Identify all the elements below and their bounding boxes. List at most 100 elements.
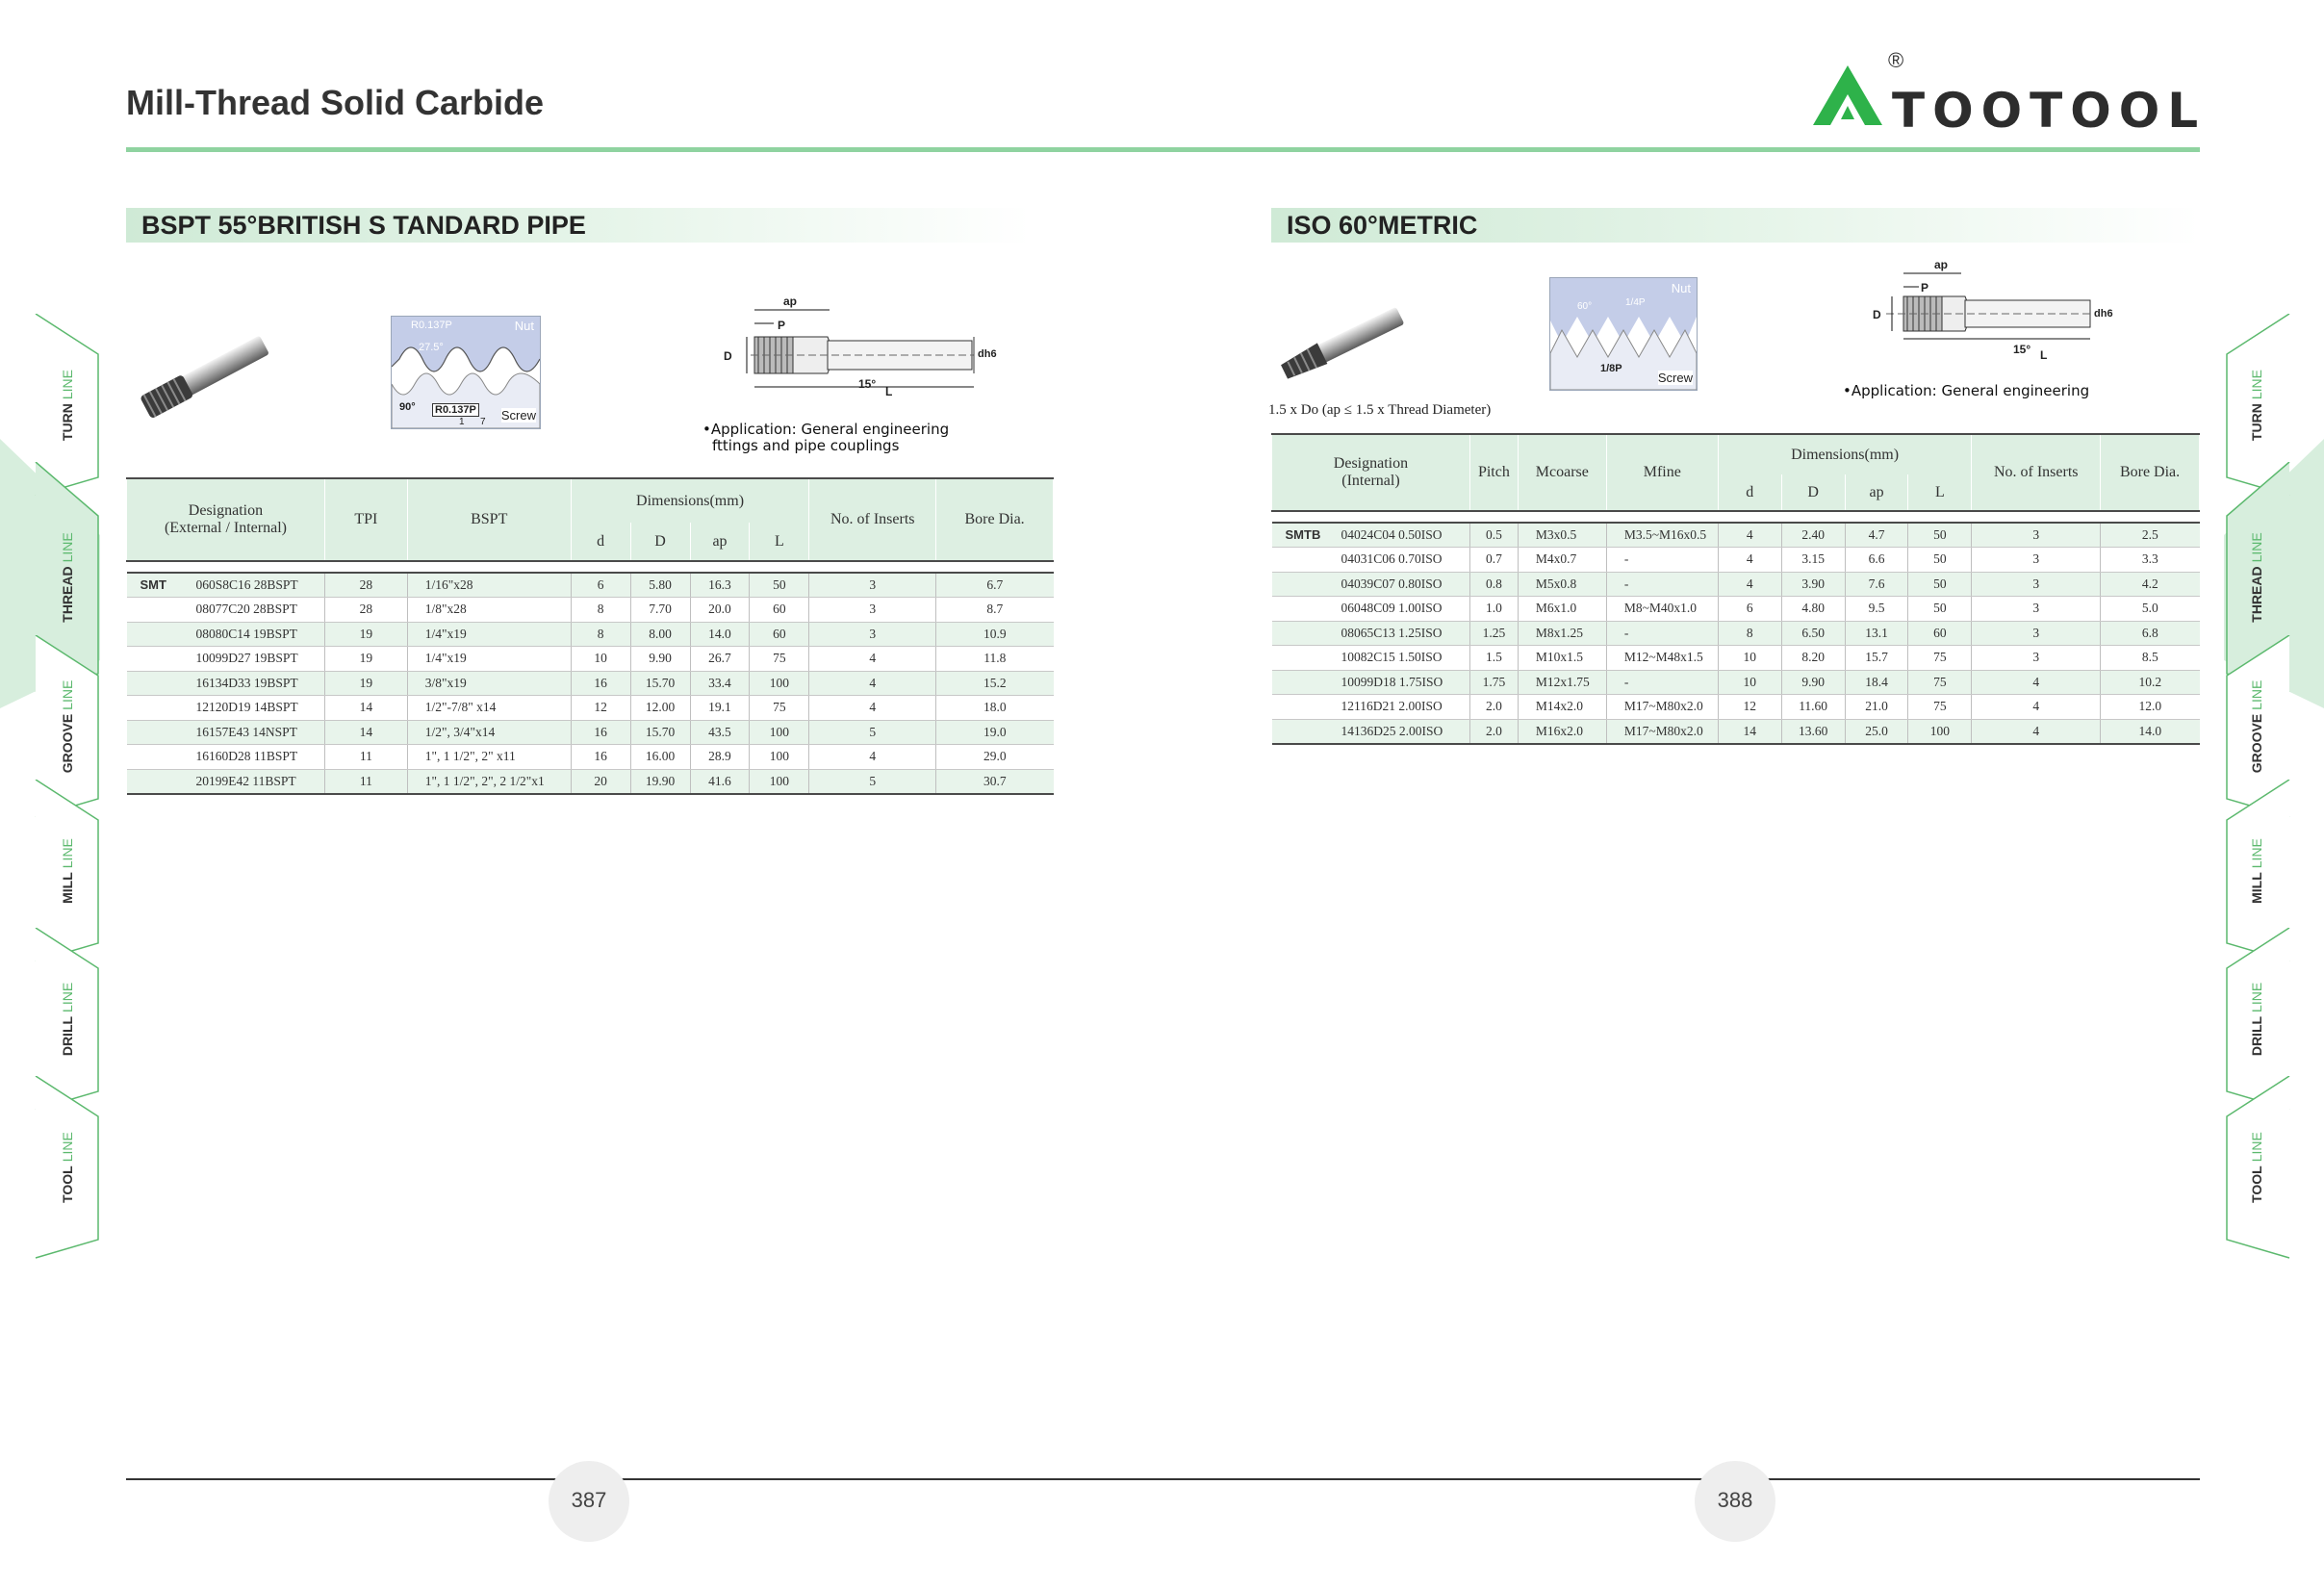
designation-code: 08080C14 19BSPT: [195, 626, 297, 641]
cell-L: 100: [749, 769, 810, 795]
side-tab-groove[interactable]: GROOVELINE: [2226, 635, 2299, 818]
cell-bore: 19.0: [935, 720, 1054, 745]
side-tab-mill[interactable]: MILLLINE: [35, 780, 108, 962]
side-tab-mill[interactable]: MILLLINE: [2226, 780, 2299, 962]
designation-cell: 20199E42 11BSPT: [126, 769, 325, 795]
cell-L: 100: [1907, 719, 1973, 745]
tool-photo-bspt: [140, 336, 268, 418]
cell-bspt: 1/16"x28: [407, 573, 572, 598]
thread-label-seven: 7: [480, 417, 486, 427]
cell-L: 75: [1907, 694, 1973, 720]
side-tab-drill[interactable]: DRILLLINE: [35, 928, 108, 1111]
iso-dim-label-dh6: dh6: [2094, 308, 2113, 320]
side-tab-turn[interactable]: TURNLINE: [35, 314, 108, 497]
cell-D: 16.00: [630, 744, 691, 770]
side-tab-label: THREADLINE: [2249, 510, 2264, 645]
cell-D: 5.80: [630, 573, 691, 598]
cell-bspt: 3/8"x19: [407, 671, 572, 696]
designation-code: 10082C15 1.50ISO: [1341, 650, 1443, 665]
side-tab-line: LINE: [60, 982, 75, 1012]
designation-code: 16160D28 11BSPT: [195, 749, 298, 764]
cell-mcoarse: M5x0.8: [1518, 572, 1607, 597]
cell-bore: 12.0: [2100, 694, 2200, 720]
cell-bore: 10.9: [935, 622, 1054, 647]
designation-cell: 08065C13 1.25ISO: [1271, 621, 1470, 646]
cell-L: 50: [1907, 547, 1973, 573]
designation-cell: 12120D19 14BSPT: [126, 695, 325, 721]
cell-ap: 18.4: [1845, 670, 1909, 695]
cell-bore: 8.5: [2100, 645, 2200, 671]
cell-bore: 18.0: [935, 695, 1054, 721]
dim-label-l: L: [885, 385, 893, 398]
dim-label-angle: 15°: [858, 377, 877, 391]
cell-ap: 25.0: [1845, 719, 1909, 745]
cell-ap: 16.3: [690, 573, 751, 598]
cell-bore: 6.8: [2100, 621, 2200, 646]
iso-col-bore: Bore Dia.: [2100, 433, 2200, 512]
cell-ap: 9.5: [1845, 596, 1909, 622]
cell-ap: 20.0: [690, 597, 751, 623]
cell-inserts: 3: [808, 573, 937, 598]
side-tab-turn[interactable]: TURNLINE: [2226, 314, 2299, 497]
cell-d: 12: [1718, 694, 1782, 720]
cell-D: 3.90: [1781, 572, 1846, 597]
side-tab-groove[interactable]: GROOVELINE: [35, 635, 108, 818]
cell-tpi: 19: [324, 646, 408, 672]
cell-L: 75: [749, 646, 810, 672]
cell-mfine: -: [1606, 621, 1719, 646]
cell-bspt: 1", 1 1/2", 2", 2 1/2"x1: [407, 769, 572, 795]
thread-profile-iso: Nut 60° 1/4P 1/8P Screw: [1549, 277, 1698, 391]
cell-tpi: 19: [324, 622, 408, 647]
cell-bore: 15.2: [935, 671, 1054, 696]
cell-ap: 14.0: [690, 622, 751, 647]
cell-d: 4: [1718, 523, 1782, 548]
dimension-drawing-iso: ap P D dh6 15° L: [1848, 256, 2165, 362]
designation-code: 08065C13 1.25ISO: [1341, 625, 1443, 640]
cell-bore: 30.7: [935, 769, 1054, 795]
iso-thread-label-eighth: 1/8P: [1600, 363, 1622, 374]
cell-ap: 7.6: [1845, 572, 1909, 597]
cell-L: 75: [749, 695, 810, 721]
cell-bore: 29.0: [935, 744, 1054, 770]
cell-d: 6: [571, 573, 631, 598]
cell-ap: 13.1: [1845, 621, 1909, 646]
side-tab-drill[interactable]: DRILLLINE: [2226, 928, 2299, 1111]
cell-ap: 15.7: [1845, 645, 1909, 671]
cell-bore: 6.7: [935, 573, 1054, 598]
side-tab-word: TOOL: [60, 1165, 75, 1203]
designation-code: 060S8C16 28BSPT: [195, 577, 298, 592]
cell-bore: 3.3: [2100, 547, 2200, 573]
cell-tpi: 28: [324, 573, 408, 598]
cell-inserts: 3: [1971, 572, 2102, 597]
side-tab-tool[interactable]: TOOLLINE: [2226, 1076, 2299, 1259]
iso-thread-label-quarter: 1/4P: [1625, 297, 1646, 308]
designation-code: 06048C09 1.00ISO: [1341, 601, 1443, 616]
cell-inserts: 4: [1971, 694, 2102, 720]
cell-bore: 11.8: [935, 646, 1054, 672]
thread-label-r-top: R0.137P: [411, 320, 452, 331]
application-note-iso: •Application: General engineering: [1843, 382, 2090, 399]
cell-pitch: 0.5: [1469, 523, 1519, 548]
designation-cell: 06048C09 1.00ISO: [1271, 596, 1470, 622]
cell-d: 16: [571, 744, 631, 770]
cell-d: 16: [571, 720, 631, 745]
cell-mfine: M17~M80x2.0: [1606, 694, 1719, 720]
cell-D: 8.20: [1781, 645, 1846, 671]
cell-tpi: 28: [324, 597, 408, 623]
cell-mcoarse: M3x0.5: [1518, 523, 1607, 548]
thread-label-screw: Screw: [500, 408, 536, 423]
cell-D: 19.90: [630, 769, 691, 795]
cell-mcoarse: M12x1.75: [1518, 670, 1607, 695]
side-tab-label: DRILLLINE: [60, 952, 75, 1087]
col-L: L: [749, 523, 810, 562]
cell-inserts: 4: [808, 695, 937, 721]
side-tab-tool[interactable]: TOOLLINE: [35, 1076, 108, 1259]
cell-pitch: 0.8: [1469, 572, 1519, 597]
